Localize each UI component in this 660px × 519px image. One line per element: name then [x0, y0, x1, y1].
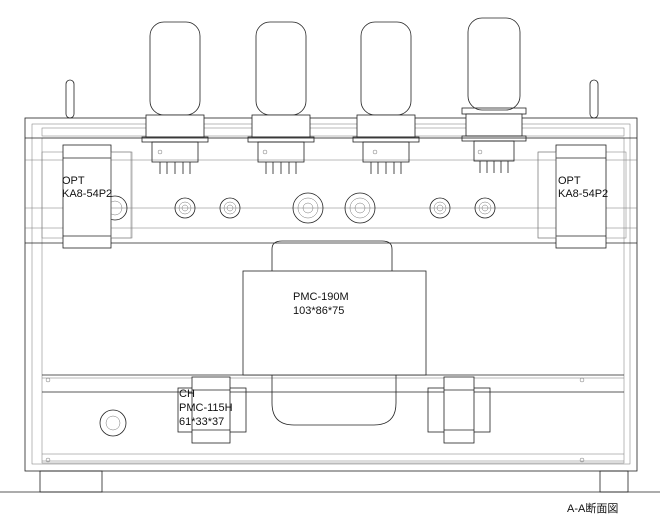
vacuum-tube-4: [461, 17, 527, 173]
chassis-feet: [39, 470, 629, 493]
opt-right-label-line1: OPT: [558, 175, 581, 187]
bottom-jack: [99, 409, 127, 437]
choke-label-line3: 61*33*37: [179, 416, 224, 428]
capacitor-block: [427, 376, 491, 444]
output-transformer-left: [41, 144, 133, 249]
opt-left-label-line1: OPT: [62, 175, 85, 187]
chassis: [24, 117, 638, 472]
vacuum-tube-1: [141, 21, 209, 174]
power-transformer-label-line2: 103*86*75: [293, 305, 344, 317]
vacuum-tube-2: [247, 21, 315, 174]
sockets-row: [102, 192, 496, 224]
power-transformer: [242, 240, 427, 426]
output-transformer-right: [537, 144, 627, 249]
section-title: A-A断面図: [567, 501, 618, 515]
opt-right-label-line2: KA8-54P2: [558, 188, 608, 200]
vacuum-tube-3: [352, 21, 420, 174]
choke-label-line2: PMC-115H: [179, 402, 233, 414]
choke: [177, 376, 247, 444]
power-transformer-label-line1: PMC-190M: [293, 291, 349, 303]
top-posts: [65, 79, 599, 119]
choke-label-line1: CH: [179, 388, 195, 400]
opt-left-label-line2: KA8-54P2: [62, 188, 112, 200]
